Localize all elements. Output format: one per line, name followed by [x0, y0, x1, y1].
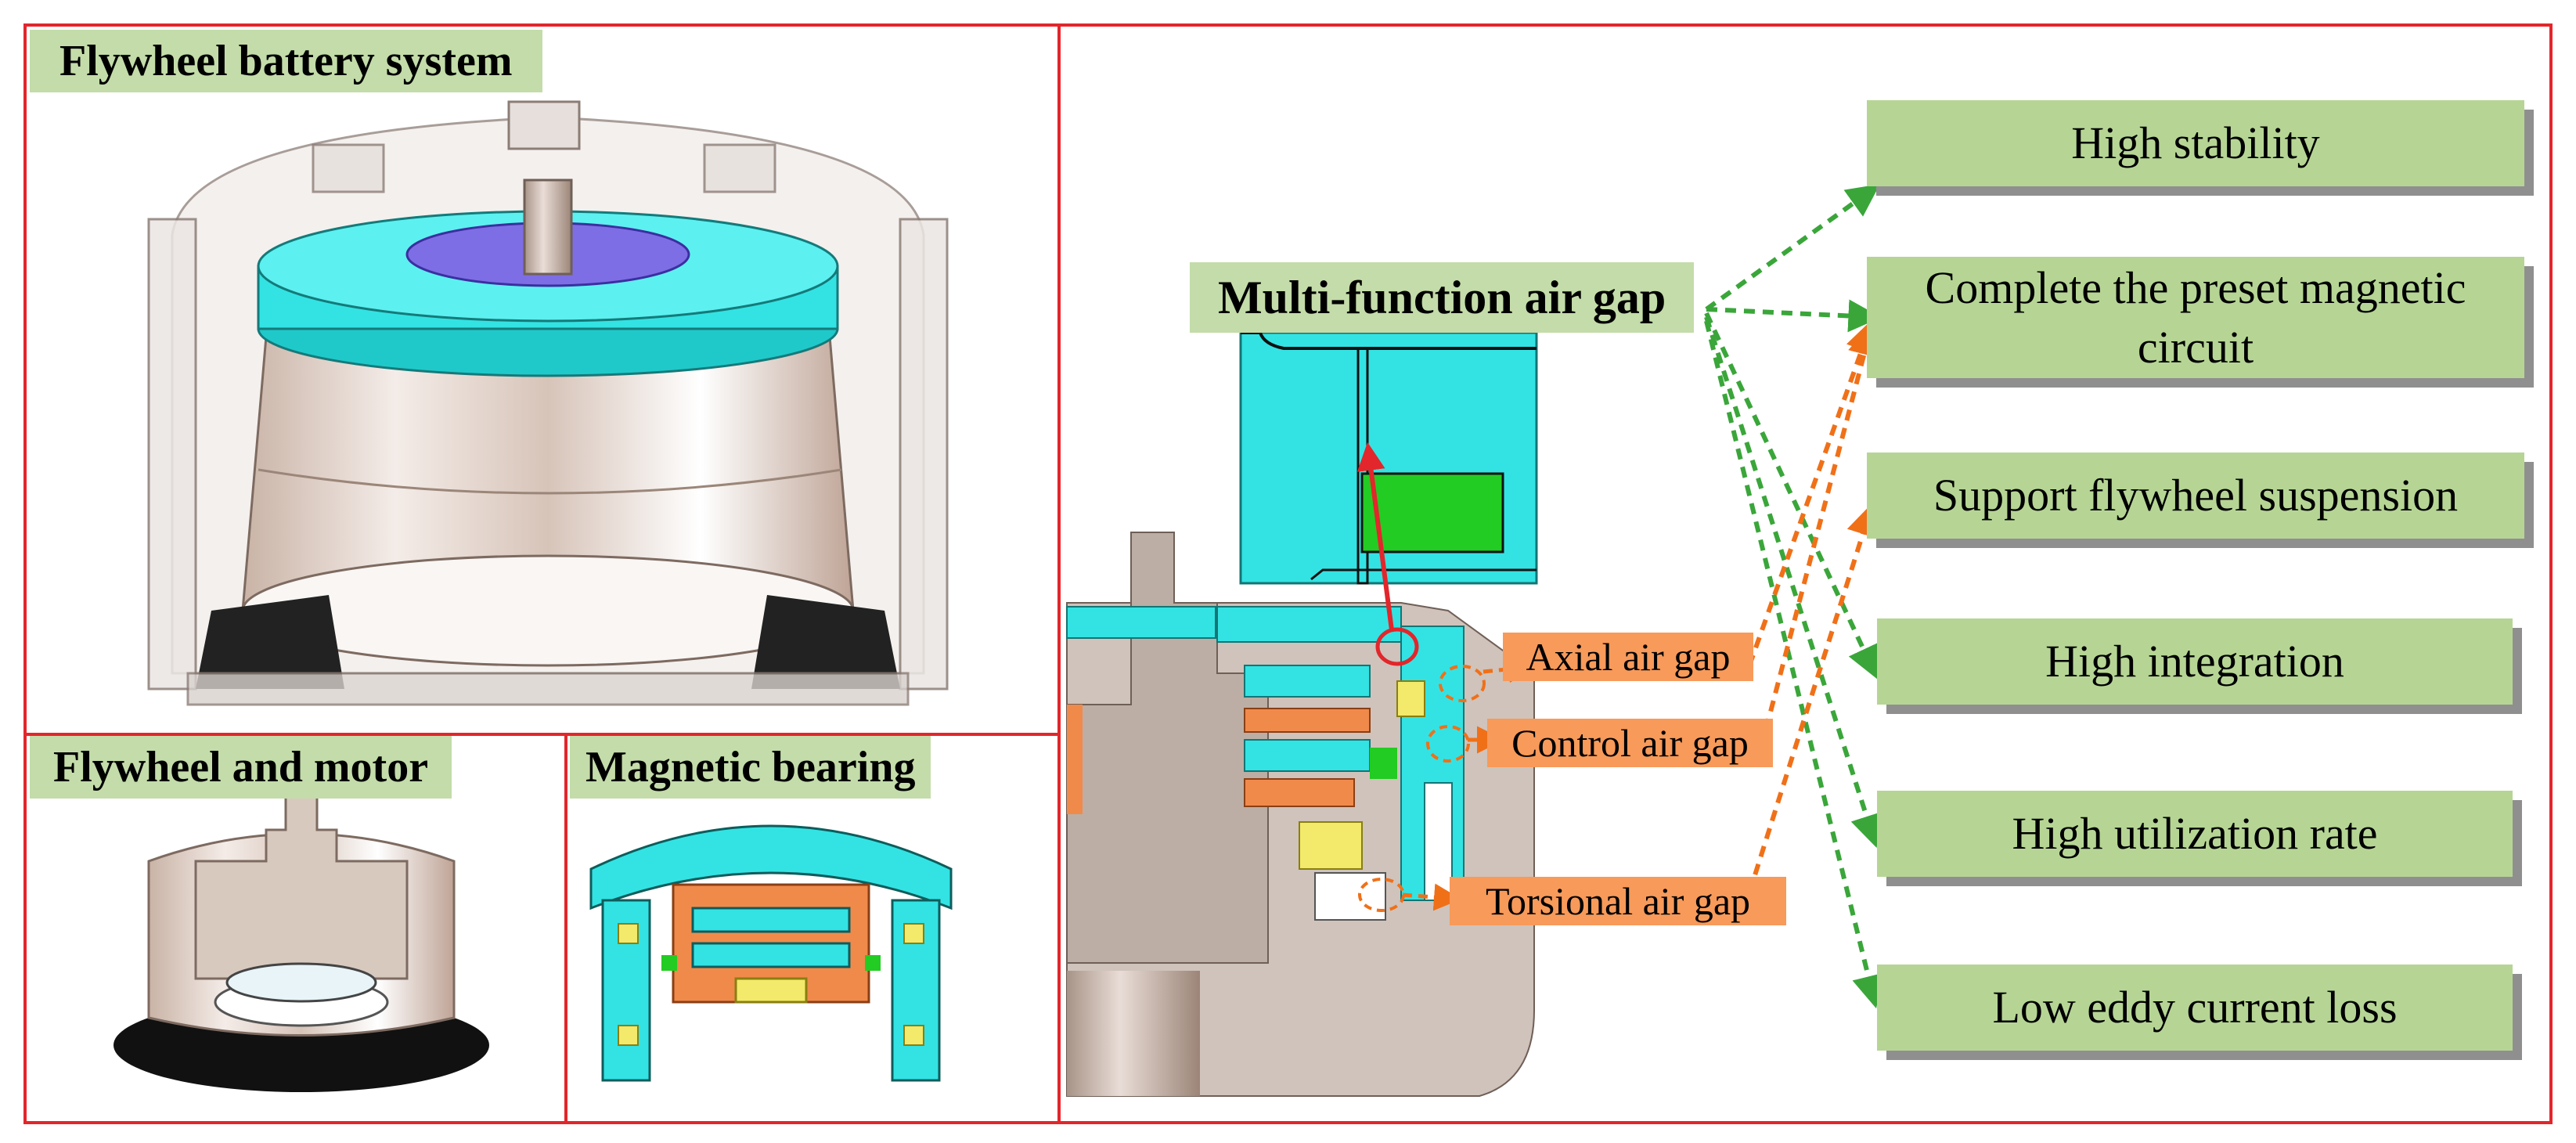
- feature-high-stability: High stability: [1867, 100, 2524, 186]
- battery-panel-title: Flywheel battery system: [30, 30, 542, 92]
- feature-high-utilization: High utilization rate: [1877, 791, 2513, 877]
- flywheel-battery-illustration: [147, 100, 949, 706]
- orange-arrows: [1747, 319, 1880, 893]
- green-arrows: [1704, 184, 1885, 1009]
- battery-panel-frame: [23, 23, 1061, 736]
- magnetic-bearing-illustration: [589, 824, 953, 1082]
- feature-high-integration: High integration: [1877, 618, 2513, 705]
- torsional-gap-label: Torsional air gap: [1450, 877, 1786, 925]
- axial-gap-label: Axial air gap: [1503, 633, 1753, 681]
- feature-low-eddy-current-loss: Low eddy current loss: [1877, 965, 2513, 1051]
- airgap-panel-frame: [1057, 23, 2553, 1124]
- bearing-panel-title: Magnetic bearing: [570, 736, 931, 799]
- feature-flywheel-suspension: Support flywheel suspension: [1867, 453, 2524, 539]
- cross-section-illustration: [1066, 331, 1538, 1097]
- motor-panel-title: Flywheel and motor: [30, 736, 452, 799]
- flywheel-motor-illustration: [113, 789, 489, 1092]
- control-gap-label: Control air gap: [1487, 719, 1773, 767]
- feature-preset-magnetic-circuit: Complete the preset magnetic circuit: [1867, 257, 2524, 378]
- airgap-title: Multi-function air gap: [1190, 262, 1695, 333]
